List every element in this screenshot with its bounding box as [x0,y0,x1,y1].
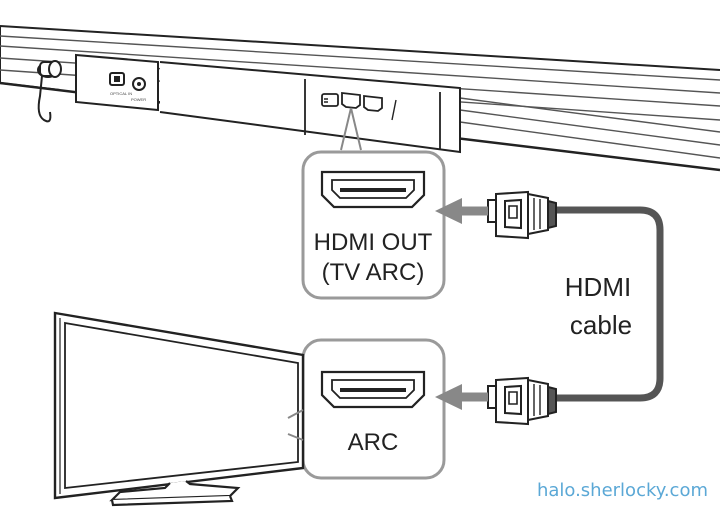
soundbar-hdmi-ports [321,91,383,112]
tv-screen [64,321,299,490]
hdmi-out-callout: HDMI OUT (TV ARC) [301,150,446,300]
tv-frame [53,311,305,500]
arrow-to-arc [435,384,488,410]
port-leader-line [340,107,362,151]
hdmi-plug-top [487,190,557,240]
hdmi-out-sublabel: (TV ARC) [322,259,425,286]
hdmi-out-port-icon [320,170,426,209]
arc-port-icon [320,370,426,409]
hdmi-cable [435,190,664,426]
hdmi-plug-bottom [487,376,557,426]
cable-label: HDMI [565,272,631,302]
soundbar: OPTICAL IN POWER [0,25,720,172]
arc-callout: ARC [301,338,446,480]
tv [53,311,305,507]
cable-sublabel: cable [570,310,632,340]
arrow-to-hdmi-out [435,198,488,224]
watermark-text: halo.sherlocky.com [537,480,708,501]
power-cable [37,60,62,123]
cable-wire [556,206,664,402]
arc-label: ARC [348,429,399,456]
optical-port-label: OPTICAL IN [110,91,132,96]
hdmi-out-label: HDMI OUT [314,229,433,256]
power-port-label: POWER [131,97,146,102]
rear-panel-right [159,61,461,154]
